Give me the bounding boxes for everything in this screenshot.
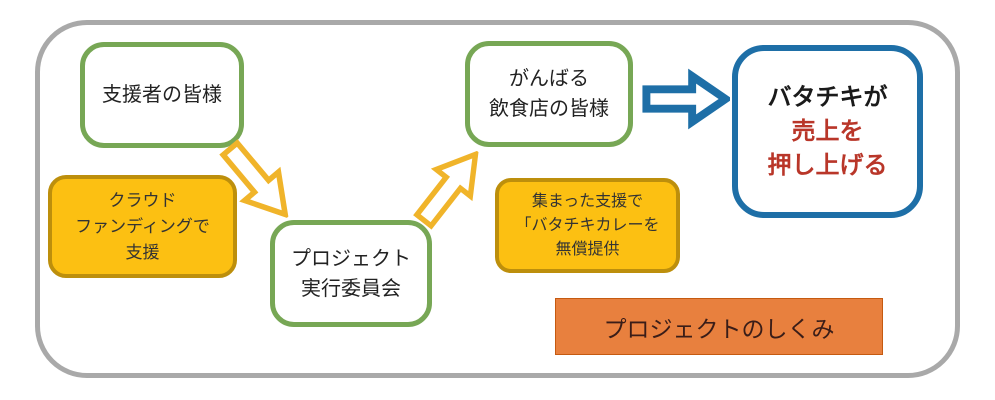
arrow-committee-to-restaurants-icon xyxy=(413,150,479,230)
arrow-supporters-to-committee-icon xyxy=(219,139,289,219)
box-crowdfunding-line3: 支援 xyxy=(125,242,160,262)
box-curry-support-line3: 無償提供 xyxy=(555,240,620,258)
box-crowdfunding: クラウド ファンディングで 支援 xyxy=(48,175,237,278)
box-crowdfunding-line2: ファンディングで xyxy=(75,216,210,236)
box-crowdfunding-line1: クラウド xyxy=(108,190,177,210)
box-restaurants: がんばる 飲食店の皆様 xyxy=(465,41,633,147)
box-restaurants-line2: 飲食店の皆様 xyxy=(489,98,609,120)
box-supporters-label: 支援者の皆様 xyxy=(102,84,222,106)
box-committee-line2: 実行委員会 xyxy=(301,277,401,300)
box-curry-support-line2: 「バタチキカレーを xyxy=(515,216,660,234)
arrow-restaurants-to-result-icon xyxy=(642,68,730,130)
box-result: バタチキが 売上を 押し上げる xyxy=(732,45,923,218)
diagram-title-label: プロジェクトのしくみ xyxy=(603,315,835,342)
diagram-title-bar: プロジェクトのしくみ xyxy=(555,298,883,355)
box-curry-support-line1: 集まった支援で xyxy=(531,192,644,210)
box-result-black-line: バタチキが xyxy=(767,83,888,111)
box-curry-support: 集まった支援で 「バタチキカレーを 無償提供 xyxy=(495,178,680,273)
box-committee-line1: プロジェクト xyxy=(291,247,411,270)
box-committee: プロジェクト 実行委員会 xyxy=(270,220,432,327)
box-supporters: 支援者の皆様 xyxy=(80,42,244,148)
box-result-red-line2: 押し上げる xyxy=(767,151,888,179)
box-restaurants-line1: がんばる xyxy=(509,68,589,90)
box-result-red-line1: 売上を xyxy=(791,117,864,145)
